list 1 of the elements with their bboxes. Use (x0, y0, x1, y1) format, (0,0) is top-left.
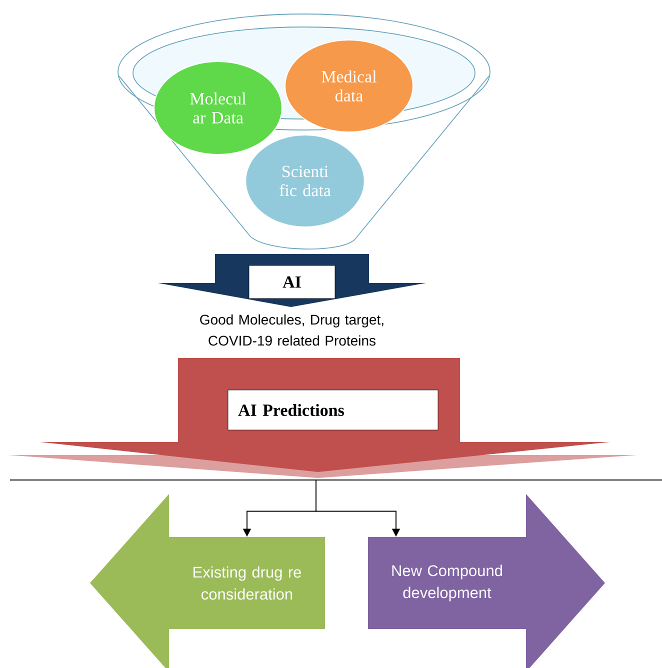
caption-text: Good Molecules, Drug target, COVID-19 related Proteins (200, 314, 384, 346)
